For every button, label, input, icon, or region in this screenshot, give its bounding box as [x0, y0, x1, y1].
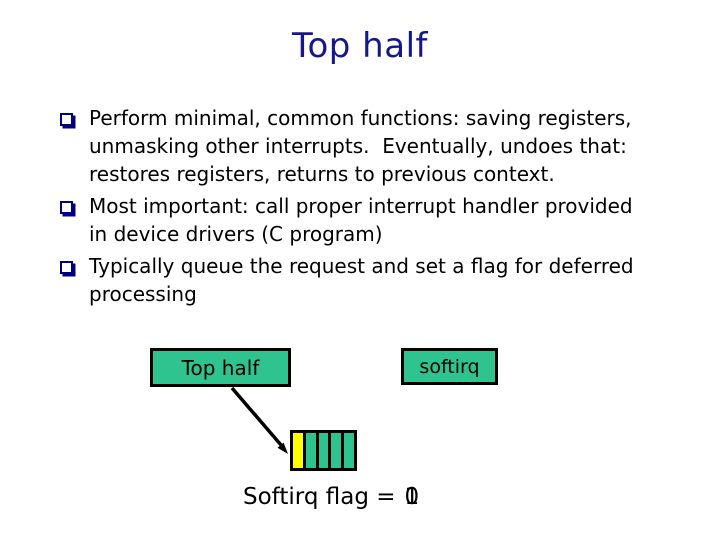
list-item: Perform minimal, common functions: savin…	[58, 104, 698, 188]
flag-cell	[293, 433, 306, 468]
bullet-line: unmasking other interrupts. Eventually, …	[89, 134, 627, 158]
flag-caption-label: Softirq flag =	[243, 484, 396, 510]
flag-caption: Softirq flag = 0 1	[243, 484, 419, 510]
flag-digit-stack: 0 1	[404, 484, 420, 510]
top-half-box-label: Top half	[181, 355, 260, 380]
bullet-square-icon	[60, 113, 73, 126]
bullet-line: in device drivers (C program)	[89, 222, 383, 246]
flag-cell	[331, 433, 345, 468]
flag-cell	[344, 433, 354, 468]
softirq-box-label: softirq	[419, 355, 480, 378]
softirq-box: softirq	[401, 348, 498, 385]
list-item-text: Most important: call proper interrupt ha…	[89, 192, 633, 248]
softirq-flag-array	[290, 430, 357, 471]
flag-digit-zero: 0	[404, 484, 420, 510]
bullet-line: Most important: call proper interrupt ha…	[89, 194, 633, 218]
flag-cell	[318, 433, 332, 468]
bullet-line: restores registers, returns to previous …	[89, 162, 555, 186]
top-half-box: Top half	[150, 348, 291, 387]
bullet-line: processing	[89, 282, 197, 306]
bullet-square-icon	[60, 201, 73, 214]
list-item-text: Perform minimal, common functions: savin…	[89, 104, 632, 188]
bullet-line: Typically queue the request and set a fl…	[89, 254, 634, 278]
list-item: Most important: call proper interrupt ha…	[58, 192, 698, 248]
bullet-line: Perform minimal, common functions: savin…	[89, 106, 632, 130]
slide-title: Top half	[292, 26, 428, 66]
list-item-text: Typically queue the request and set a fl…	[89, 252, 634, 308]
bullet-list: Perform minimal, common functions: savin…	[58, 104, 698, 312]
bullet-square-icon	[60, 261, 73, 274]
list-item: Typically queue the request and set a fl…	[58, 252, 698, 308]
flag-digit-one: 1	[404, 484, 420, 510]
down-right-arrow-icon	[230, 386, 288, 454]
flag-cell	[305, 433, 319, 468]
